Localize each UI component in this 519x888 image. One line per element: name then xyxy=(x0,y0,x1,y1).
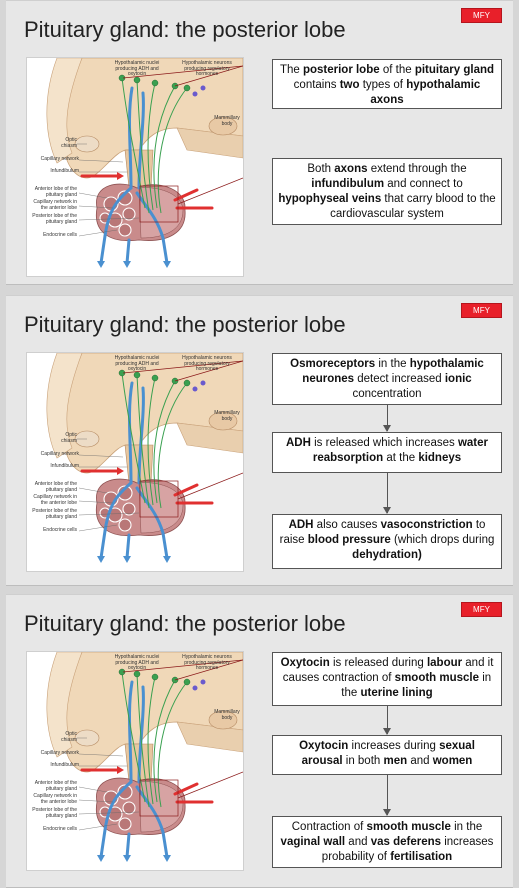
label-mammillary-body: Mammillary body xyxy=(214,709,240,721)
info-box: Osmoreceptors in the hypothalamic neuron… xyxy=(272,353,502,405)
label-regulatory-neurons: Hypothalamic neurons producing regulator… xyxy=(182,654,232,671)
label-posterior-lobe: Posterior lobe of the pituitary gland xyxy=(32,807,77,819)
label-adh-nuclei: Hypothalamic nuclei producing ADH and ox… xyxy=(114,60,160,77)
info-box: Both axons extend through the infundibul… xyxy=(272,158,502,225)
pituitary-illustration xyxy=(46,58,243,268)
label-adh-nuclei: Hypothalamic nuclei producing ADH and ox… xyxy=(114,355,160,372)
info-box: ADH also causes vasoconstriction to rais… xyxy=(272,514,502,569)
slide-1: MFY Pituitary gland: the posterior lobe xyxy=(6,0,513,285)
mfy-badge: MFY xyxy=(461,303,502,318)
mfy-badge: MFY xyxy=(461,8,502,23)
pituitary-illustration xyxy=(46,353,243,563)
pituitary-illustration xyxy=(46,652,243,862)
label-mammillary-body: Mammillary body xyxy=(214,410,240,422)
pituitary-diagram: Hypothalamic nuclei producing ADH and ox… xyxy=(26,57,244,277)
pituitary-diagram: Hypothalamic nuclei producing ADH and ox… xyxy=(26,651,244,871)
flow-arrow xyxy=(383,775,391,816)
info-box: Oxytocin increases during sexual arousal… xyxy=(272,735,502,775)
slide-title: Pituitary gland: the posterior lobe xyxy=(24,312,346,337)
info-box: Oxytocin is released during labour and i… xyxy=(272,652,502,706)
pituitary-diagram: Hypothalamic nuclei producing ADH and ox… xyxy=(26,352,244,572)
label-capillary-anterior: Capillary network in the anterior lobe xyxy=(33,494,77,506)
label-infundibulum: Infundibulum xyxy=(50,463,79,469)
mfy-badge: MFY xyxy=(461,602,502,617)
info-box: The posterior lobe of the pituitary glan… xyxy=(272,59,502,109)
label-mammillary-body: Mammillary body xyxy=(214,115,240,127)
label-anterior-lobe: Anterior lobe of the pituitary gland xyxy=(34,186,77,198)
label-optic-chiasm: Optic chiasm xyxy=(61,432,77,444)
label-optic-chiasm: Optic chiasm xyxy=(61,731,77,743)
label-endocrine-cells: Endocrine cells xyxy=(43,527,77,533)
label-anterior-lobe: Anterior lobe of the pituitary gland xyxy=(34,481,77,493)
label-endocrine-cells: Endocrine cells xyxy=(43,232,77,238)
flow-arrow xyxy=(383,405,391,432)
label-regulatory-neurons: Hypothalamic neurons producing regulator… xyxy=(182,60,232,77)
slide-title: Pituitary gland: the posterior lobe xyxy=(24,611,346,636)
flow-arrow xyxy=(383,706,391,735)
label-capillary-network: Capillary network xyxy=(40,451,79,457)
label-endocrine-cells: Endocrine cells xyxy=(43,826,77,832)
label-capillary-anterior: Capillary network in the anterior lobe xyxy=(33,199,77,211)
slide-3: MFY Pituitary gland: the posterior lobe xyxy=(6,594,513,888)
label-posterior-lobe: Posterior lobe of the pituitary gland xyxy=(32,508,77,520)
label-capillary-network: Capillary network xyxy=(40,750,79,756)
info-box: Contraction of smooth muscle in the vagi… xyxy=(272,816,502,868)
info-box: ADH is released which increases water re… xyxy=(272,432,502,473)
label-anterior-lobe: Anterior lobe of the pituitary gland xyxy=(34,780,77,792)
label-optic-chiasm: Optic chiasm xyxy=(61,137,77,149)
slide-title: Pituitary gland: the posterior lobe xyxy=(24,17,346,42)
label-infundibulum: Infundibulum xyxy=(50,168,79,174)
label-adh-nuclei: Hypothalamic nuclei producing ADH and ox… xyxy=(114,654,160,671)
label-capillary-network: Capillary network xyxy=(40,156,79,162)
flow-arrow xyxy=(383,473,391,514)
label-capillary-anterior: Capillary network in the anterior lobe xyxy=(33,793,77,805)
slide-2: MFY Pituitary gland: the posterior lobe xyxy=(6,295,513,586)
label-infundibulum: Infundibulum xyxy=(50,762,79,768)
label-regulatory-neurons: Hypothalamic neurons producing regulator… xyxy=(182,355,232,372)
label-posterior-lobe: Posterior lobe of the pituitary gland xyxy=(32,213,77,225)
